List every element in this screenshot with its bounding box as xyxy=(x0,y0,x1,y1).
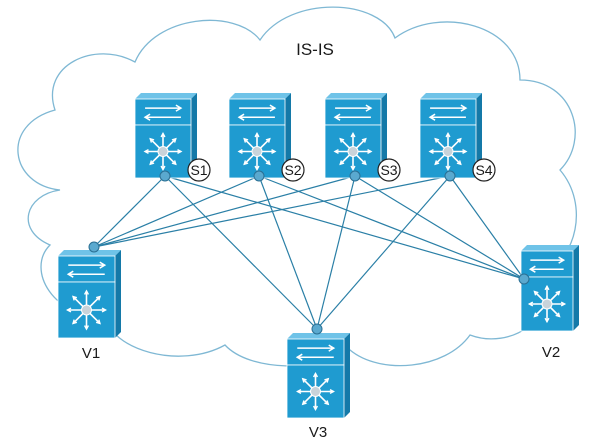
spine-badge: S4 xyxy=(475,162,492,178)
cloud-label: IS-IS xyxy=(296,40,334,59)
port-dot-icon xyxy=(253,170,265,182)
leaf-switch-v2[interactable]: V2 xyxy=(520,245,579,361)
port-dot-icon xyxy=(159,170,171,182)
spine-badge: S2 xyxy=(284,162,301,178)
ports-group xyxy=(88,170,530,335)
port-dot-icon xyxy=(349,170,361,182)
nexus-switch-icon xyxy=(324,93,387,179)
link-s4-v3 xyxy=(316,175,451,330)
leaf-label: V3 xyxy=(309,424,327,441)
spine-switch-s1[interactable]: S1 xyxy=(134,93,211,182)
nexus-switch-icon xyxy=(57,250,121,339)
nexus-switch-icon xyxy=(134,93,197,179)
port-dot-icon xyxy=(311,323,323,335)
link-s4-v2 xyxy=(449,175,525,280)
port-dot-icon xyxy=(88,241,100,253)
spine-switch-s2[interactable]: S2 xyxy=(228,93,305,182)
leaf-switch-v3[interactable]: V3 xyxy=(286,333,350,441)
link-s1-v2 xyxy=(164,175,525,280)
spine-switch-s4[interactable]: S4 xyxy=(419,93,496,182)
spine-badge: S1 xyxy=(190,162,207,178)
link-s2-v1 xyxy=(93,175,260,248)
port-dot-icon xyxy=(444,170,456,182)
nexus-switch-icon xyxy=(228,93,291,179)
spine-badge: S3 xyxy=(380,162,397,178)
link-s3-v2 xyxy=(354,175,525,280)
link-s2-v3 xyxy=(258,175,318,330)
link-s3-v1 xyxy=(93,175,356,248)
port-dot-icon xyxy=(518,273,530,285)
nexus-switch-icon xyxy=(419,93,482,179)
leaf-label: V1 xyxy=(82,345,100,362)
link-s3-v3 xyxy=(316,175,356,330)
spine-switch-s3[interactable]: S3 xyxy=(324,93,401,182)
link-s1-v1 xyxy=(93,175,166,248)
nexus-switch-icon xyxy=(520,245,579,332)
link-s4-v1 xyxy=(93,175,451,248)
links-group xyxy=(93,175,525,330)
leaf-label: V2 xyxy=(542,344,560,361)
link-s2-v2 xyxy=(258,175,525,280)
leaf-switch-v1[interactable]: V1 xyxy=(57,250,121,362)
nexus-switch-icon xyxy=(286,333,350,419)
link-s1-v3 xyxy=(164,175,318,330)
